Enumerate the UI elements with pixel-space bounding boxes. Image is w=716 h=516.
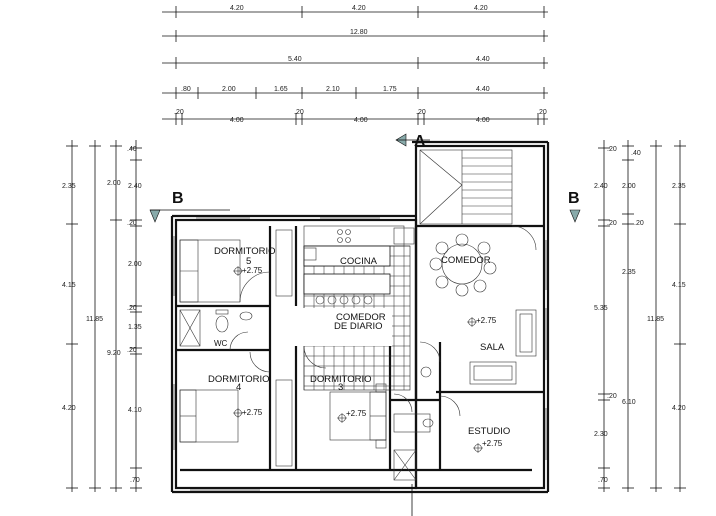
top-dim-4f: 4.40 bbox=[476, 86, 490, 93]
top-dim-5g: .20 bbox=[537, 109, 547, 116]
right-dim-col3-e: .20 bbox=[634, 220, 644, 227]
section-b-right-label: B bbox=[568, 190, 580, 207]
left-dim-col3-f: .20 bbox=[127, 347, 137, 354]
top-dim-5e: .20 bbox=[416, 109, 426, 116]
left-dim-col2-b: 2.40 bbox=[128, 183, 142, 190]
left-dimension-chains: 2.35 4.15 4.20 11.85 2.00 9.20 .40 2.40 … bbox=[62, 140, 142, 492]
left-dim-outer-1: 2.35 bbox=[62, 183, 76, 190]
top-dim-5d: 4.00 bbox=[354, 117, 368, 124]
top-dim-1a: 4.20 bbox=[230, 5, 244, 12]
top-dimension-chains: 4.20 4.20 4.20 12.80 5.40 4.40 .80 2.00 … bbox=[162, 5, 548, 125]
top-dim-5f: 4.00 bbox=[476, 117, 490, 124]
dorm5-number: 5 bbox=[246, 256, 251, 267]
top-dim-5a: .20 bbox=[174, 109, 184, 116]
daily-dining-label-1: COMEDOR bbox=[336, 312, 386, 323]
top-dim-5c: .20 bbox=[294, 109, 304, 116]
right-dim-outer-2: 4.15 bbox=[672, 282, 686, 289]
dorm4-label: DORMITORIO bbox=[208, 374, 270, 385]
study: ESTUDIO +2.75 bbox=[439, 395, 510, 453]
dorm3-level: +2.75 bbox=[346, 409, 367, 418]
daily-dining-label-2: DE DIARIO bbox=[334, 321, 383, 332]
right-dim-outer-1: 2.35 bbox=[672, 183, 686, 190]
bedroom-5: DORMITORIO 5 +2.75 bbox=[179, 229, 293, 303]
bedroom-4: DORMITORIO 4 +2.75 bbox=[179, 351, 293, 467]
left-dim-outer-3: 4.20 bbox=[62, 405, 76, 412]
top-dim-5b: 4.00 bbox=[230, 117, 244, 124]
study-label: ESTUDIO bbox=[468, 426, 510, 437]
living-level: +2.75 bbox=[476, 316, 497, 325]
bath-label: WC bbox=[214, 339, 228, 348]
dorm5-level: +2.75 bbox=[242, 266, 263, 275]
top-dim-4a: .80 bbox=[181, 86, 191, 93]
left-dim-col3-a: .40 bbox=[127, 146, 137, 153]
stairs bbox=[419, 149, 513, 225]
left-dim-col2-a: 2.00 bbox=[107, 180, 121, 187]
dorm5-label: DORMITORIO bbox=[214, 246, 276, 257]
right-dim-outer-3: 4.20 bbox=[672, 405, 686, 412]
right-dim-col2-a: 2.40 bbox=[594, 183, 608, 190]
right-dim-col2-c: 2.35 bbox=[622, 269, 636, 276]
left-dim-total: 11.85 bbox=[86, 316, 103, 323]
interior-walls bbox=[176, 224, 544, 472]
section-b-left-label: B bbox=[172, 190, 184, 207]
left-dim-inner-total: 9.20 bbox=[107, 350, 121, 357]
dorm4-number: 4 bbox=[236, 382, 241, 393]
left-dim-col3-d: .20 bbox=[127, 305, 137, 312]
top-dim-4c: 1.65 bbox=[274, 86, 288, 93]
right-dim-col3-f: .70 bbox=[598, 477, 608, 484]
top-dim-1b: 4.20 bbox=[352, 5, 366, 12]
left-dim-col3-g: 4.10 bbox=[128, 407, 142, 414]
dorm4-level: +2.75 bbox=[242, 408, 263, 417]
right-dim-col3-c: .20 bbox=[607, 220, 617, 227]
dorm3-number: 3 bbox=[338, 382, 343, 393]
right-dim-col2-b: 2.00 bbox=[622, 183, 636, 190]
left-dim-col3-h: .70 bbox=[130, 477, 140, 484]
left-dim-outer-2: 4.15 bbox=[62, 282, 76, 289]
guest-wc bbox=[393, 366, 434, 516]
study-level: +2.75 bbox=[482, 439, 503, 448]
left-dim-col3-c: 2.00 bbox=[128, 261, 142, 268]
windows bbox=[173, 217, 547, 491]
dining-label: COMEDOR bbox=[441, 255, 491, 266]
top-dim-3a: 5.40 bbox=[288, 56, 302, 63]
right-dim-col2-f: 2.30 bbox=[594, 431, 608, 438]
top-dim-4b: 2.00 bbox=[222, 86, 236, 93]
living-room: SALA +2.75 bbox=[419, 309, 537, 385]
right-dim-col3-d: .20 bbox=[607, 393, 617, 400]
right-dim-total: 11.85 bbox=[647, 316, 664, 323]
right-dim-col3-b: .40 bbox=[631, 150, 641, 157]
bathroom: WC bbox=[179, 309, 253, 351]
dining-room: COMEDOR bbox=[429, 225, 537, 297]
dorm3-label: DORMITORIO bbox=[310, 374, 372, 385]
right-dimension-chains: .20 2.40 .20 5.35 .20 2.30 .70 .40 2.00 … bbox=[594, 140, 686, 492]
top-dim-1c: 4.20 bbox=[474, 5, 488, 12]
kitchen-fixtures bbox=[303, 225, 415, 261]
top-dim-3b: 4.40 bbox=[476, 56, 490, 63]
right-dim-col3-a: .20 bbox=[607, 146, 617, 153]
top-dim-4e: 1.75 bbox=[383, 86, 397, 93]
kitchen-floor-tiles bbox=[296, 245, 411, 391]
living-label: SALA bbox=[480, 342, 505, 353]
top-dim-4d: 2.10 bbox=[326, 86, 340, 93]
left-dim-col3-b: .20 bbox=[127, 220, 137, 227]
kitchen-label: COCINA bbox=[340, 256, 378, 267]
left-dim-col3-e: 1.35 bbox=[128, 324, 142, 331]
right-dim-col2-e: 6.10 bbox=[622, 399, 636, 406]
top-dim-2: 12.80 bbox=[350, 29, 368, 36]
bedroom-3: DORMITORIO 3 +2.75 bbox=[303, 345, 387, 449]
dining-counter-stools bbox=[315, 295, 373, 305]
right-dim-col2-d: 5.35 bbox=[594, 305, 608, 312]
